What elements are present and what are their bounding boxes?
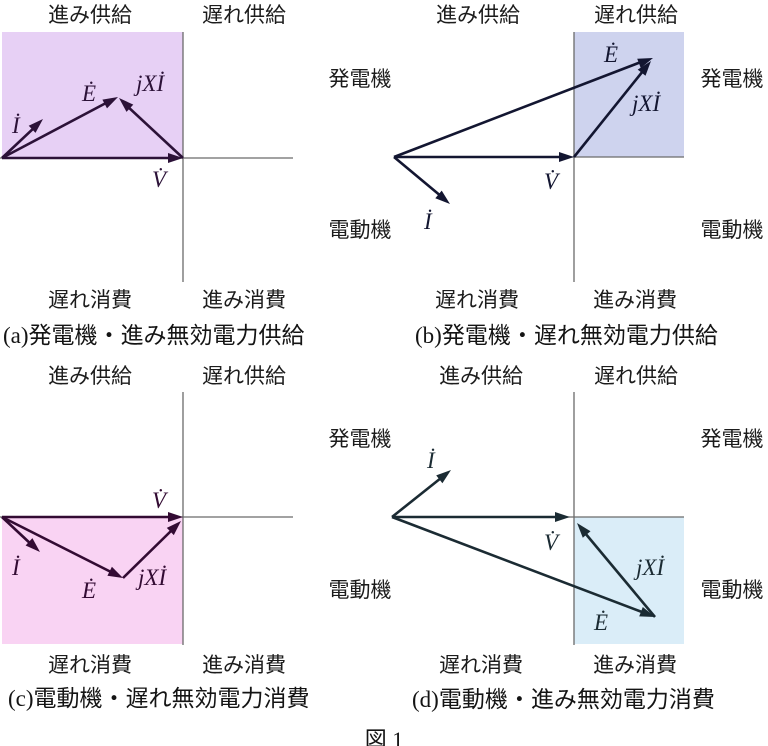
vector-jxi-line [122, 529, 173, 579]
vector-v-label: V̇ [152, 167, 169, 192]
panel-b-caption: (b)発電機・遅れ無効電力供給 [415, 323, 718, 348]
vector-jxi-arrowhead [119, 98, 134, 112]
vector-e-line [391, 515, 643, 614]
vector-jxi-label: jXİ [133, 71, 165, 96]
label-motor: 電動機 [701, 218, 764, 242]
label-lagging-consumption: 遅れ消費 [48, 288, 132, 312]
vector-e-label: Ė [81, 578, 96, 603]
vector-jxi-arrowhead [637, 61, 651, 76]
label-lagging-consumption: 遅れ消費 [435, 288, 519, 312]
label-leading-consumption: 進み消費 [202, 653, 286, 677]
vector-e-arrowhead [637, 58, 653, 69]
figure-caption: 図 1 [364, 727, 404, 746]
label-leading-consumption: 進み消費 [593, 653, 677, 677]
vector-jxi-label: jXİ [135, 565, 167, 590]
label-leading-consumption: 進み消費 [593, 288, 677, 312]
vector-jxi-line [572, 70, 645, 158]
vector-i-label: İ [423, 209, 433, 234]
shaded-quadrant-lower-right [574, 517, 684, 644]
shaded-quadrant-upper-left [2, 32, 183, 158]
panel-d: İ Ė jXİ V̇ 進み供給 遅れ供給 発電機 電動機 遅れ消費 進み消… [391, 364, 764, 712]
vector-e-label: Ė [81, 81, 96, 106]
vector-jxi-arrowhead [166, 521, 181, 536]
vector-jxi-label: jXİ [629, 91, 661, 116]
vector-i-arrowhead [28, 119, 43, 133]
panel-b: İ Ė jXİ V̇ 進み供給 遅れ供給 発電機 電動機 遅れ消費 進み消… [393, 3, 764, 348]
vector-e-arrowhead [102, 97, 118, 109]
vector-jxi-line [584, 532, 656, 618]
label-generator: 発電機 [701, 427, 764, 451]
vector-i-arrowhead [435, 190, 450, 204]
vector-e-line [1, 101, 107, 160]
label-leading-consumption: 進み消費 [202, 288, 286, 312]
label-leading-supply: 進み供給 [48, 364, 132, 388]
panel-c: İ Ė jXİ V̇ 進み供給 遅れ供給 発電機 電動機 遅れ消費 進み消… [0, 364, 392, 711]
phasor-lines-d [391, 476, 656, 618]
label-leading-supply: 進み供給 [436, 3, 520, 27]
shaded-quadrant-lower-left [2, 517, 183, 644]
vector-i-label: İ [11, 555, 21, 580]
label-motor: 電動機 [329, 218, 392, 242]
vector-i-line [1, 516, 34, 547]
phasor-lines-c [1, 515, 173, 579]
vector-e-label: Ė [603, 42, 618, 67]
quadrant-labels-b: 進み供給 遅れ供給 発電機 電動機 遅れ消費 進み消費 [435, 3, 764, 312]
vector-i-arrowhead [25, 538, 40, 552]
vector-e-line [393, 60, 642, 159]
vector-v-arrowhead [168, 153, 183, 163]
quadrant-labels-a: 進み供給 遅れ供給 発電機 電動機 遅れ消費 進み消費 [48, 3, 392, 312]
vector-i-line [1, 125, 37, 159]
label-generator: 発電機 [701, 67, 764, 91]
phasor-heads-labels-c: İ Ė jXİ V̇ [11, 488, 183, 603]
phasor-lines-b [393, 60, 645, 198]
panel-a-caption: (a)発電機・進み無効電力供給 [3, 323, 305, 348]
phasor-heads-labels-d: İ Ė jXİ V̇ [426, 448, 665, 635]
vector-v-label: V̇ [544, 169, 561, 194]
quadrant-labels-c: 進み供給 遅れ供給 発電機 電動機 遅れ消費 進み消費 [48, 364, 392, 677]
label-lagging-consumption: 遅れ消費 [48, 653, 132, 677]
panel-d-caption: (d)電動機・進み無効電力消費 [412, 687, 715, 712]
vector-e-arrowhead [107, 566, 123, 578]
label-leading-supply: 進み供給 [439, 364, 523, 388]
label-generator: 発電機 [329, 67, 392, 91]
label-lagging-supply: 遅れ供給 [202, 364, 286, 388]
quadrant-labels-d: 進み供給 遅れ供給 発電機 電動機 遅れ消費 進み消費 [439, 364, 764, 677]
label-motor: 電動機 [701, 578, 764, 602]
vector-i-line [391, 476, 442, 519]
vector-jxi-line [125, 104, 184, 159]
vector-e-line [1, 515, 112, 574]
phasor-lines-a [1, 101, 184, 160]
vector-jxi-label: jXİ [633, 555, 665, 580]
vector-v-arrowhead [168, 512, 183, 522]
vector-e-label: Ė [593, 610, 608, 635]
phasor-heads-labels-a: İ Ė jXİ V̇ [11, 71, 183, 192]
label-motor: 電動機 [329, 578, 392, 602]
vector-e-arrowhead [639, 607, 655, 617]
vector-jxi-arrowhead [577, 523, 591, 538]
label-lagging-supply: 遅れ供給 [202, 3, 286, 27]
phasor-heads-labels-b: İ Ė jXİ V̇ [423, 42, 661, 234]
vector-v-label: V̇ [152, 488, 169, 513]
vector-i-label: İ [11, 113, 21, 138]
vector-i-arrowhead [436, 470, 451, 484]
vector-i-label: İ [426, 448, 436, 473]
vector-v-arrowhead [559, 152, 574, 162]
vector-v-arrowhead [555, 512, 570, 522]
label-lagging-consumption: 遅れ消費 [439, 653, 523, 677]
label-leading-supply: 進み供給 [48, 3, 132, 27]
label-lagging-supply: 遅れ供給 [594, 364, 678, 388]
panel-c-caption: (c)電動機・遅れ無効電力消費 [8, 686, 310, 711]
label-lagging-supply: 遅れ供給 [594, 3, 678, 27]
label-generator: 発電機 [329, 427, 392, 451]
panel-a: İ Ė jXİ V̇ 進み供給 遅れ供給 発電機 電動機 遅れ消費 進み消… [0, 3, 392, 348]
vector-i-line [393, 156, 443, 198]
vector-v-label: V̇ [544, 530, 561, 555]
